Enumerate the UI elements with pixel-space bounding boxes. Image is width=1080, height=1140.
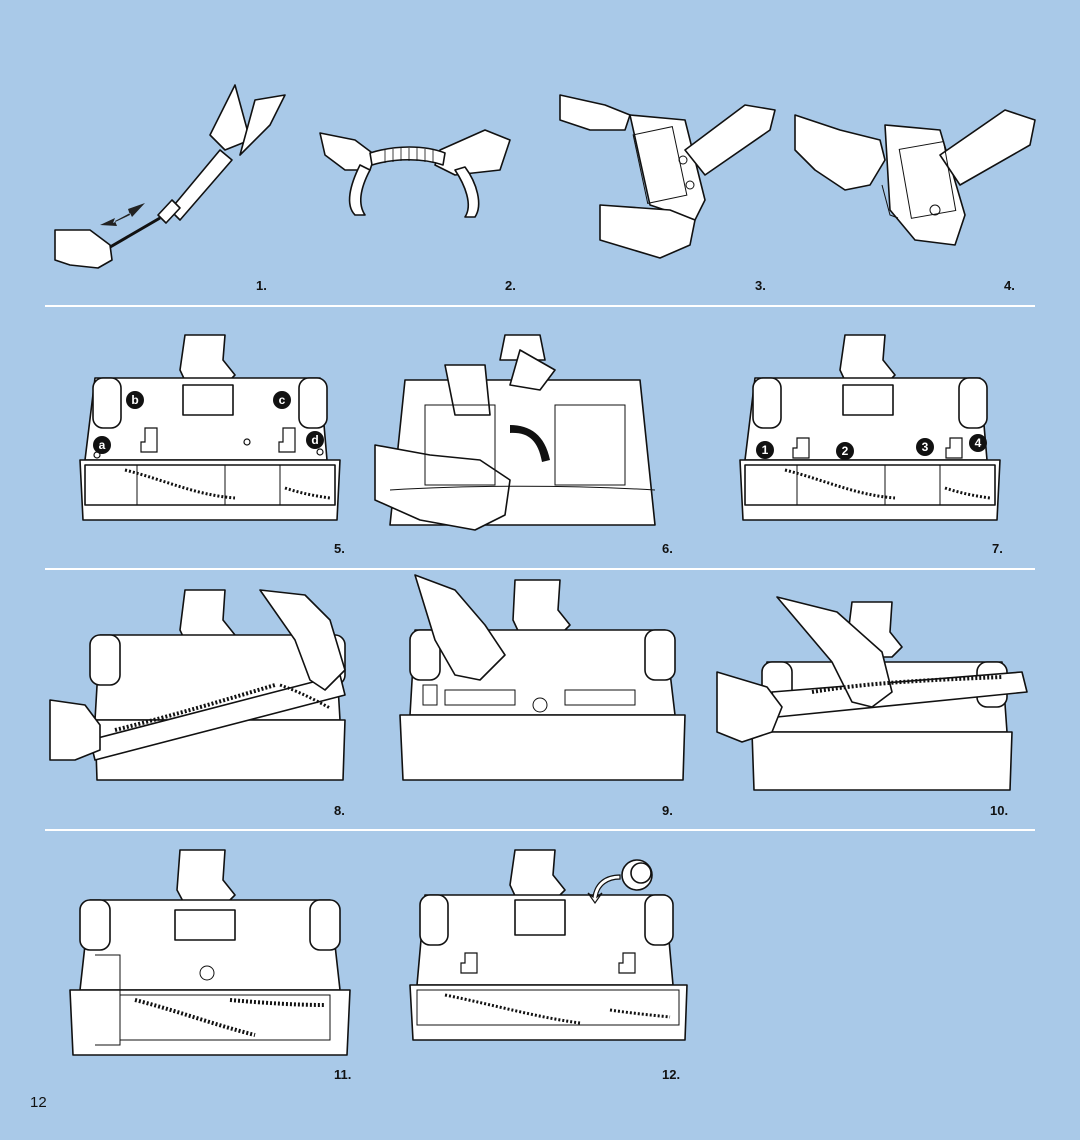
figure-10-insert-brushroll bbox=[712, 592, 1032, 792]
double-arrow-icon bbox=[100, 203, 145, 226]
step-number: 5. bbox=[334, 541, 345, 556]
callout-b: b bbox=[126, 391, 144, 409]
figure-12-reassemble bbox=[405, 845, 695, 1045]
callout-c: c bbox=[273, 391, 291, 409]
row-divider-3 bbox=[45, 829, 1035, 831]
step-number: 3. bbox=[755, 278, 766, 293]
figure-7-nozzle-clips: 1 2 3 4 bbox=[735, 330, 1005, 525]
svg-text:b: b bbox=[131, 393, 138, 407]
callout-1: 1 bbox=[756, 441, 774, 459]
callout-d: d bbox=[306, 431, 324, 449]
curved-arrow-icon bbox=[587, 874, 621, 905]
step-number: 6. bbox=[662, 541, 673, 556]
figure-4-tilt-nozzle bbox=[790, 100, 1036, 260]
svg-text:3: 3 bbox=[922, 440, 929, 454]
page-number: 12 bbox=[30, 1094, 47, 1111]
callout-2: 2 bbox=[836, 442, 854, 460]
figure-3-hold-nozzle bbox=[555, 90, 785, 265]
svg-text:c: c bbox=[279, 393, 286, 407]
step-number: 2. bbox=[505, 278, 516, 293]
figure-8-remove-brushroll bbox=[45, 580, 355, 790]
step-number: 11. bbox=[334, 1067, 352, 1082]
callout-badges: a b c d bbox=[93, 391, 324, 454]
step-number: 4. bbox=[1004, 278, 1015, 293]
svg-text:2: 2 bbox=[842, 444, 849, 458]
figure-6-remove-belt bbox=[370, 330, 670, 535]
svg-text:a: a bbox=[99, 438, 106, 452]
figure-11-seat-brushroll bbox=[65, 845, 355, 1060]
step-number: 9. bbox=[662, 803, 673, 818]
callout-badges: 1 2 3 4 bbox=[756, 434, 987, 460]
callout-4: 4 bbox=[969, 434, 987, 452]
row-divider-1 bbox=[45, 305, 1035, 307]
step-number: 10. bbox=[990, 803, 1009, 818]
figure-1-extend-wand bbox=[50, 80, 290, 280]
row-divider-2 bbox=[45, 568, 1035, 570]
svg-text:d: d bbox=[311, 433, 318, 447]
step-number: 1. bbox=[256, 278, 267, 293]
svg-text:4: 4 bbox=[975, 436, 982, 450]
callout-a: a bbox=[93, 436, 111, 454]
callout-3: 3 bbox=[916, 438, 934, 456]
figure-2-hose bbox=[315, 125, 515, 225]
svg-text:1: 1 bbox=[762, 443, 769, 457]
step-number: 12. bbox=[662, 1067, 681, 1082]
step-number: 7. bbox=[992, 541, 1003, 556]
step-number: 8. bbox=[334, 803, 345, 818]
figure-9-release-clip bbox=[395, 570, 695, 785]
figure-5-nozzle-screws: a b c d bbox=[75, 330, 345, 525]
